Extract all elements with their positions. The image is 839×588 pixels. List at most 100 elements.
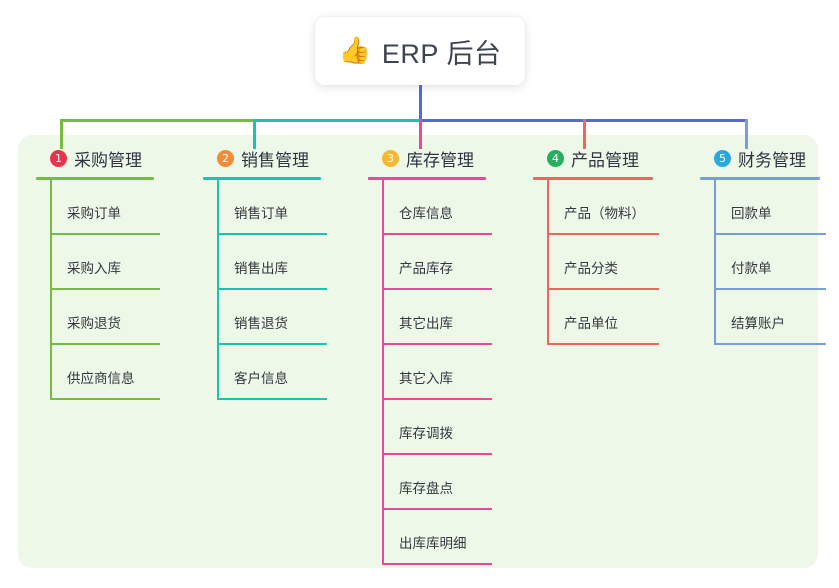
category-badge-2: 2 (217, 149, 234, 167)
menu-item-label: 付款单 (731, 261, 772, 276)
category-items-2: 销售订单销售出库销售退货客户信息 (203, 180, 333, 400)
category-rule-3 (368, 177, 486, 180)
connector-drop-2 (253, 119, 256, 149)
menu-item-label: 库存调拨 (399, 426, 453, 441)
menu-item-rule (547, 343, 659, 345)
menu-item-label: 销售出库 (234, 261, 288, 276)
menu-item-label: 其它入库 (399, 371, 453, 386)
connector-drop-5 (745, 119, 748, 149)
menu-item-rule (382, 453, 492, 455)
menu-item-rule (50, 288, 160, 290)
category-rule-1 (36, 177, 154, 180)
menu-item-rule (217, 288, 327, 290)
menu-item-rule (50, 233, 160, 235)
menu-item[interactable]: 回款单 (714, 180, 832, 235)
diagram-panel (18, 135, 818, 568)
category-rule-4 (533, 177, 653, 180)
menu-item[interactable]: 库存调拨 (382, 400, 498, 455)
menu-item[interactable]: 销售退货 (217, 290, 333, 345)
menu-item-label: 回款单 (731, 206, 772, 221)
category-items-1: 采购订单采购入库采购退货供应商信息 (36, 180, 166, 400)
root-node-title: ERP 后台 (381, 38, 502, 69)
menu-item-rule (382, 343, 492, 345)
category-items-4: 产品（物料） 产品分类产品单位 (533, 180, 665, 345)
menu-item-label: 产品（物料） (564, 206, 645, 221)
category-badge-5: 5 (714, 149, 731, 167)
menu-item[interactable]: 库存盘点 (382, 455, 498, 510)
menu-item[interactable]: 采购退货 (50, 290, 166, 345)
menu-item[interactable]: 产品分类 (547, 235, 665, 290)
category-spine-5 (714, 180, 716, 345)
menu-item[interactable]: 付款单 (714, 235, 832, 290)
menu-item[interactable]: 结算账户 (714, 290, 832, 345)
menu-item-label: 库存盘点 (399, 481, 453, 496)
category-badge-4: 4 (547, 149, 564, 167)
menu-item-label: 供应商信息 (67, 371, 135, 386)
menu-item[interactable]: 客户信息 (217, 345, 333, 400)
menu-item-rule (217, 398, 327, 400)
menu-item-label: 其它出库 (399, 316, 453, 331)
menu-item-label: 仓库信息 (399, 206, 453, 221)
menu-item-label: 产品单位 (564, 316, 618, 331)
category-title-1: 采购管理 (74, 150, 142, 170)
category-column-3: 3 库存管理仓库信息产品库存其它出库其它入库库存调拨库存盘点出库库明细 (368, 146, 498, 565)
menu-item[interactable]: 其它出库 (382, 290, 498, 345)
menu-item-rule (547, 288, 659, 290)
menu-item-rule (50, 343, 160, 345)
root-node-card[interactable]: 👍 ERP 后台 (315, 17, 525, 85)
menu-item-label: 出库库明细 (399, 536, 467, 551)
menu-item-label: 产品库存 (399, 261, 453, 276)
category-spine-4 (547, 180, 549, 345)
category-rule-2 (203, 177, 321, 180)
menu-item[interactable]: 其它入库 (382, 345, 498, 400)
menu-item-rule (382, 563, 492, 565)
connector-drop-1 (60, 119, 63, 149)
menu-item[interactable]: 出库库明细 (382, 510, 498, 565)
menu-item[interactable]: 产品库存 (382, 235, 498, 290)
category-title-3: 库存管理 (406, 150, 474, 170)
menu-item-rule (382, 288, 492, 290)
category-items-5: 回款单付款单结算账户 (700, 180, 832, 345)
category-spine-1 (50, 180, 52, 400)
category-header-3[interactable]: 3 库存管理 (368, 146, 498, 170)
menu-item[interactable]: 采购入库 (50, 235, 166, 290)
menu-item-label: 采购入库 (67, 261, 121, 276)
menu-item[interactable]: 产品单位 (547, 290, 665, 345)
menu-item-rule (382, 508, 492, 510)
menu-item[interactable]: 销售订单 (217, 180, 333, 235)
menu-item-rule (547, 233, 659, 235)
menu-item-rule (714, 233, 826, 235)
category-column-1: 1 采购管理采购订单采购入库采购退货供应商信息 (36, 146, 166, 400)
menu-item-label: 销售订单 (234, 206, 288, 221)
menu-item-label: 采购订单 (67, 206, 121, 221)
menu-item-rule (382, 398, 492, 400)
menu-item[interactable]: 销售出库 (217, 235, 333, 290)
root-node-content: 👍 ERP 后台 (339, 32, 502, 71)
category-spine-3 (382, 180, 384, 565)
category-header-1[interactable]: 1 采购管理 (36, 146, 166, 170)
connector-bar-segment-1 (60, 119, 255, 122)
connector-drop-4 (583, 119, 586, 149)
category-spine-2 (217, 180, 219, 400)
category-items-3: 仓库信息产品库存其它出库其它入库库存调拨库存盘点出库库明细 (368, 180, 498, 565)
menu-item-label: 结算账户 (731, 316, 785, 331)
category-badge-3: 3 (382, 149, 399, 167)
menu-item[interactable]: 采购订单 (50, 180, 166, 235)
menu-item[interactable]: 仓库信息 (382, 180, 498, 235)
connector-drop-3 (419, 119, 422, 149)
category-badge-1: 1 (50, 149, 67, 167)
menu-item-rule (714, 343, 826, 345)
menu-item-label: 产品分类 (564, 261, 618, 276)
menu-item[interactable]: 产品（物料） (547, 180, 665, 235)
thumbs-up-icon: 👍 (338, 36, 371, 66)
menu-item-rule (217, 233, 327, 235)
menu-item[interactable]: 供应商信息 (50, 345, 166, 400)
root-stem-line (419, 80, 422, 122)
menu-item-label: 客户信息 (234, 371, 288, 386)
